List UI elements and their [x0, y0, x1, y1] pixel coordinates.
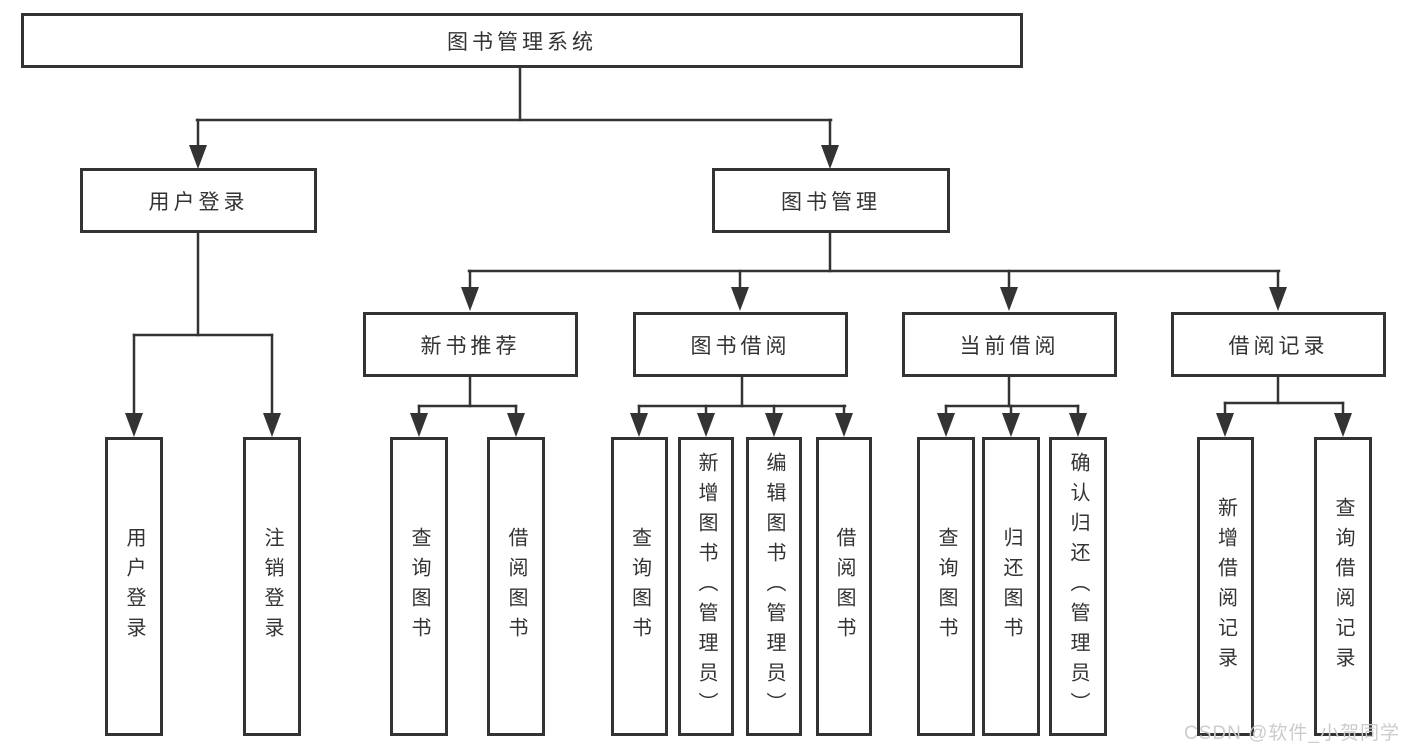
- node-current-borrow-label: 当前借阅: [959, 334, 1060, 358]
- watermark: CSDN @软件_小贺同学: [1184, 723, 1400, 744]
- leaf-borrow-query-books: 查询图书: [611, 437, 668, 736]
- leaf-borrow-query-books-label: 查询图书: [628, 526, 651, 647]
- leaf-current-return-books-label: 归还图书: [1000, 526, 1022, 647]
- leaf-recommend-borrow-books-label: 借阅图书: [505, 526, 527, 647]
- node-root: 图书管理系统: [21, 13, 1023, 68]
- leaf-records-add-record-label: 新增借阅记录: [1214, 496, 1237, 677]
- connector-root-to-level2: [189, 66, 839, 169]
- node-book-borrow: 图书借阅: [633, 312, 848, 377]
- leaf-current-return-books: 归还图书: [982, 437, 1040, 736]
- leaf-borrow-borrow-books: 借阅图书: [816, 437, 872, 736]
- leaf-borrow-edit-books-admin: 编辑图书（管理员）: [746, 437, 802, 736]
- connector-book-borrow-children: [630, 375, 853, 437]
- node-user-login-label: 用户登录: [148, 190, 249, 214]
- node-borrow-records: 借阅记录: [1171, 312, 1386, 377]
- leaf-borrow-add-books-admin: 新增图书（管理员）: [678, 437, 734, 736]
- leaf-borrow-add-books-admin-label: 新增图书（管理员）: [695, 451, 717, 722]
- connector-current-borrow-children: [937, 375, 1087, 437]
- node-book-management-label: 图书管理: [781, 190, 881, 214]
- leaf-recommend-query-books-label: 查询图书: [408, 526, 430, 647]
- leaf-recommend-borrow-books: 借阅图书: [487, 437, 545, 736]
- node-current-borrow: 当前借阅: [902, 312, 1117, 377]
- node-book-borrow-label: 图书借阅: [690, 334, 791, 358]
- node-root-label: 图书管理系统: [447, 30, 597, 54]
- leaf-current-query-books-label: 查询图书: [935, 526, 957, 647]
- node-new-book-recommend: 新书推荐: [363, 312, 578, 377]
- connector-new-book-recommend-children: [410, 375, 525, 437]
- leaf-current-confirm-return-admin: 确认归还（管理员）: [1049, 437, 1107, 736]
- node-new-book-recommend-label: 新书推荐: [420, 334, 521, 358]
- connector-borrow-records-children: [1216, 375, 1352, 437]
- leaf-current-confirm-return-admin-label: 确认归还（管理员）: [1067, 451, 1089, 722]
- leaf-current-query-books: 查询图书: [917, 437, 975, 736]
- connector-user-login-children: [125, 231, 281, 437]
- leaf-records-query-record: 查询借阅记录: [1314, 437, 1372, 736]
- leaf-borrow-borrow-books-label: 借阅图书: [833, 526, 855, 647]
- leaf-logout: 注销登录: [243, 437, 301, 736]
- leaf-user-login: 用户登录: [105, 437, 163, 736]
- leaf-records-add-record: 新增借阅记录: [1197, 437, 1254, 736]
- leaf-user-login-label: 用户登录: [123, 526, 145, 647]
- leaf-borrow-edit-books-admin-label: 编辑图书（管理员）: [763, 451, 785, 722]
- leaf-records-query-record-label: 查询借阅记录: [1332, 496, 1354, 677]
- leaf-recommend-query-books: 查询图书: [390, 437, 448, 736]
- node-borrow-records-label: 借阅记录: [1228, 334, 1329, 358]
- node-book-management: 图书管理: [712, 168, 950, 233]
- leaf-logout-label: 注销登录: [261, 526, 283, 647]
- node-user-login: 用户登录: [80, 168, 317, 233]
- connector-book-management-children: [461, 231, 1287, 311]
